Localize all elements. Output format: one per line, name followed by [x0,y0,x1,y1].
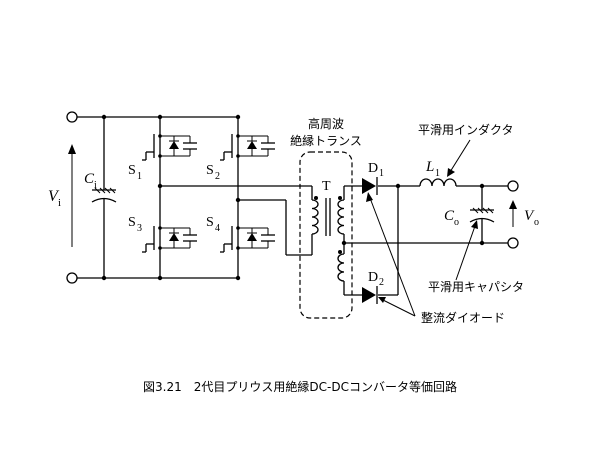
secondary-wiring [341,183,482,296]
transformer-windings [311,196,345,282]
output-terminal-bottom [507,237,519,249]
d2-subscript: 2 [379,277,384,288]
input-terminal-top [66,111,78,123]
output-capacitor-co [469,186,495,243]
s1-subscript: 1 [137,171,142,182]
transformer-annotation-line2: 絶縁トランス [290,133,362,148]
co-subscript: o [454,217,459,228]
output-terminals [482,180,519,249]
s3-subscript: 3 [137,223,142,234]
capacitor-leader [455,220,478,281]
s1-label: S [128,163,136,178]
diode-d2 [362,286,378,304]
l1-label: L [425,159,434,175]
ci-subscript: i [94,180,97,191]
vo-label: V [524,208,535,224]
diodes-annotation: 整流ダイオード [421,310,505,325]
d2-label: D [368,270,378,285]
switch-s4 [219,221,276,255]
input-capacitor-ci [91,114,117,281]
output-terminal-top [507,180,519,192]
s4-label: S [206,215,214,230]
figure-caption: 図3.21 2代目プリウス用絶縁DC-DCコンバータ等価回路 [143,379,457,394]
s2-label: S [206,163,214,178]
inductor-l1 [419,178,508,246]
input-terminal-bottom [66,272,78,284]
diode-d1 [362,177,378,195]
inductor-leader [447,139,471,177]
switch-s1 [141,129,198,163]
vo-subscript: o [534,217,539,228]
co-label: C [444,208,455,224]
ci-label: C [84,171,95,187]
vi-arrow [68,144,76,247]
inductor-annotation: 平滑用インダクタ [418,122,514,137]
primary-wiring [160,185,313,256]
bridge-rails [157,114,241,281]
s3-label: S [128,215,136,230]
s2-subscript: 2 [215,171,220,182]
switch-s3 [141,221,198,255]
l1-subscript: 1 [435,168,440,179]
transformer-annotation-line1: 高周波 [308,116,344,131]
d1-subscript: 1 [379,168,384,179]
vo-arrow [509,200,517,227]
input-terminals [66,111,160,284]
switch-s2 [219,129,276,163]
d1-label: D [368,161,378,176]
transformer-label: T [322,179,331,194]
diodes-leaders [366,192,416,317]
vi-label: V [48,188,60,205]
transformer-boundary [299,151,353,319]
capacitor-annotation: 平滑用キャパシタ [428,280,524,294]
vi-subscript: i [58,197,61,209]
s4-subscript: 4 [215,223,220,234]
